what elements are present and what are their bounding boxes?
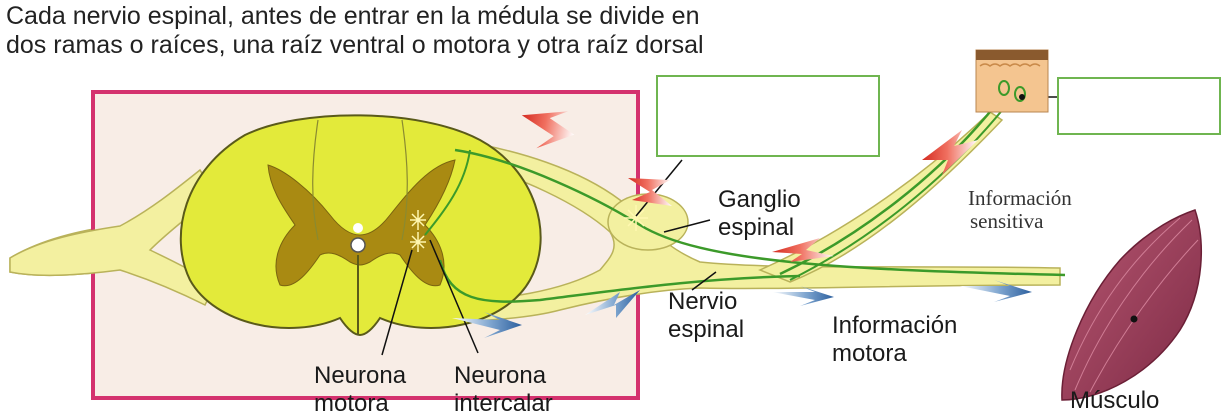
motor-neuron-icon [410, 210, 426, 252]
central-canal [353, 223, 363, 233]
sensory-arrow-icons [521, 111, 978, 262]
left-nerve-root [9, 168, 216, 307]
info-motora-label-1: Información [832, 312, 957, 339]
grey-matter [267, 159, 456, 287]
nerve-fiber-sensory [454, 148, 1066, 277]
caption: Cada nervio espinal, antes de entrar en … [6, 2, 704, 60]
neurona-motora-label-2: motora [314, 390, 389, 417]
skin-receptor [975, 49, 1049, 113]
info-sensitiva-label-1: Información [968, 186, 1072, 210]
musculo-label: Músculo [1070, 387, 1159, 414]
answer-box-1[interactable] [656, 75, 880, 157]
nervio-label-2: espinal [668, 316, 744, 343]
answer-box-2[interactable] [1057, 77, 1221, 135]
ganglion-neuron-icon [624, 205, 648, 231]
nerve-fiber-motor [438, 259, 801, 303]
neurona-intercalar-label-2: intercalar [454, 390, 553, 417]
ganglio-label-1: Ganglio [718, 186, 801, 213]
ganglio-label-2: espinal [718, 214, 794, 241]
caption-line-1: Cada nervio espinal, antes de entrar en … [6, 2, 700, 30]
motor-arrow-icons [452, 280, 1032, 338]
muscle-icon [1061, 209, 1202, 401]
sensory-branch [758, 111, 1004, 283]
neurona-motora-label-1: Neurona [314, 362, 407, 389]
caption-line-2: dos ramas o raíces, una raíz ventral o m… [6, 31, 704, 59]
info-sensitiva-label-2: sensitiva [970, 209, 1044, 233]
neurona-intercalar-label-1: Neurona [454, 362, 547, 389]
nervio-label-1: Nervio [668, 288, 737, 315]
info-motora-label-2: motora [832, 340, 907, 367]
